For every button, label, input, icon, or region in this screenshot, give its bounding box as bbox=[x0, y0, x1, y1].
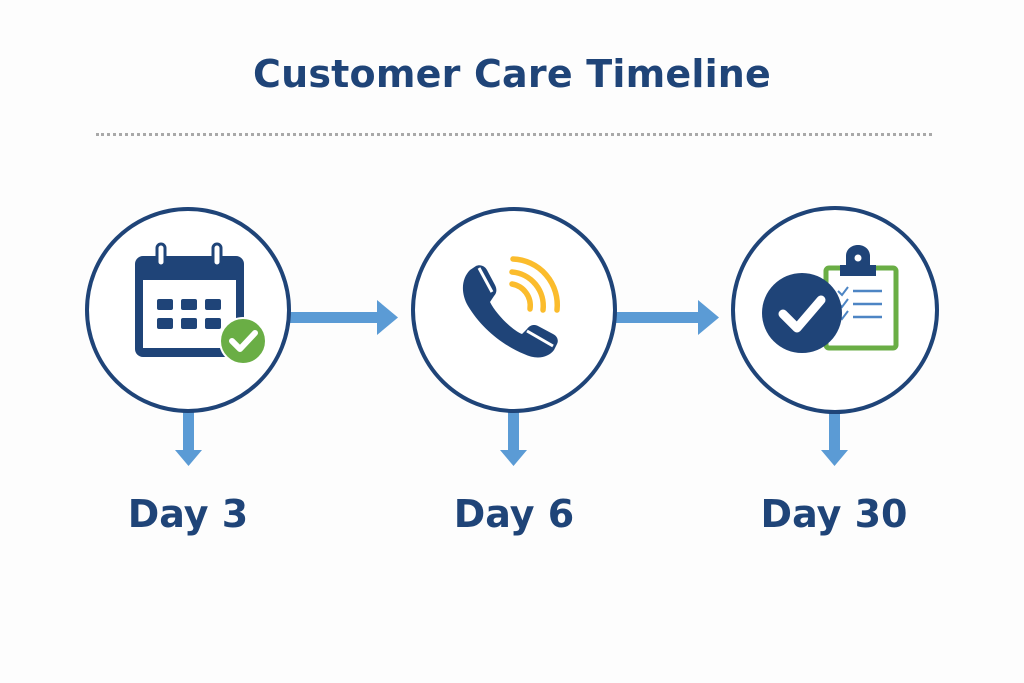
step-label-day-6: Day 6 bbox=[453, 492, 575, 536]
down-arrow-2 bbox=[500, 410, 527, 466]
down-arrow-3 bbox=[821, 410, 848, 466]
down-arrow-1 bbox=[175, 410, 202, 466]
connector-arrow-2 bbox=[616, 300, 719, 335]
step-label-day-3: Day 3 bbox=[127, 492, 249, 536]
step-circle-2 bbox=[411, 207, 617, 413]
diagram-title: Customer Care Timeline bbox=[252, 52, 772, 96]
dotted-divider bbox=[96, 133, 932, 136]
step-circle-3 bbox=[731, 206, 939, 414]
connector-arrow-1 bbox=[290, 300, 398, 335]
clipboard-checklist-icon bbox=[762, 245, 899, 353]
calendar-check-icon bbox=[135, 242, 267, 365]
phone-ringing-icon bbox=[462, 256, 561, 358]
step-circle-1 bbox=[85, 207, 291, 413]
step-label-day-30: Day 30 bbox=[760, 492, 908, 536]
